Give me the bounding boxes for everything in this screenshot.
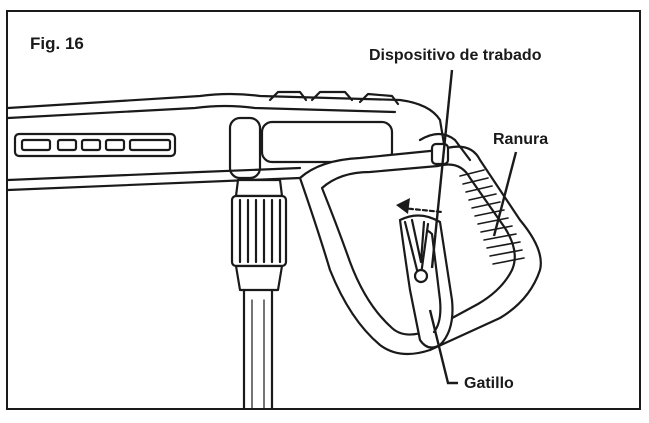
leader-trigger xyxy=(428,309,458,385)
leader-locking-device xyxy=(430,69,454,269)
leader-slot xyxy=(492,151,518,237)
callout-slot: Ranura xyxy=(493,131,549,148)
hose-connector xyxy=(230,178,288,408)
slot-texture xyxy=(459,169,525,265)
movement-arrow xyxy=(396,198,444,214)
callout-locking-device: Dispositivo de trabado xyxy=(369,47,542,64)
callout-trigger: Gatillo xyxy=(464,375,514,392)
locking-device xyxy=(403,218,430,284)
figure-title: Fig. 16 xyxy=(30,34,84,53)
leader-lines xyxy=(428,69,518,385)
